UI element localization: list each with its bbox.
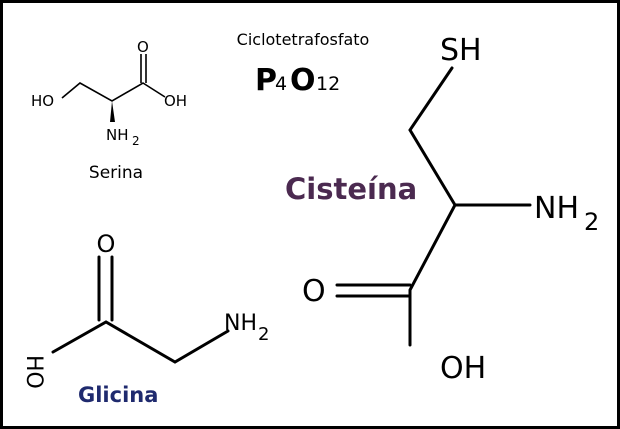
cysteine-o-label: O: [302, 274, 326, 309]
serine-structure: HO O OH NH 2 Serina: [31, 38, 187, 183]
serine-o-label: O: [137, 38, 149, 56]
phosphate-formula: Ciclotetrafosfato P 4 O 12: [237, 30, 370, 98]
phosphate-p: P: [255, 63, 277, 98]
serine-bonds: [61, 82, 166, 102]
serine-carbonyl-bond: [140, 54, 147, 83]
cysteine-oh-label: OH: [440, 351, 486, 386]
glycine-nh-subscript: 2: [258, 324, 269, 345]
cysteine-sh-label: SH: [440, 33, 482, 68]
phosphate-sub4: 4: [275, 73, 287, 95]
glycine-carbonyl-bond: [97, 255, 114, 322]
serine-wedge-bond: [110, 101, 115, 122]
glycine-structure: O HO NH 2 Glicina: [21, 230, 269, 407]
glycine-nh-label: NH: [224, 311, 257, 336]
cysteine-bonds: [408, 66, 532, 347]
glycine-name: Glicina: [78, 383, 158, 407]
cysteine-name: Cisteína: [285, 172, 417, 206]
cysteine-structure: SH NH 2 O OH Cisteína: [285, 33, 599, 386]
glycine-bonds: [51, 320, 230, 364]
phosphate-sub12: 12: [316, 73, 340, 95]
serine-nh-label: NH: [106, 126, 129, 144]
serine-name: Serina: [89, 163, 143, 183]
serine-nh-subscript: 2: [132, 134, 140, 148]
cysteine-nh-label: NH: [534, 191, 579, 226]
serine-ho-label: HO: [31, 92, 54, 110]
glycine-ho-label: HO: [21, 355, 46, 389]
phosphate-name: Ciclotetrafosfato: [237, 30, 370, 49]
serine-oh-label: OH: [164, 92, 187, 110]
cysteine-carbonyl-bond: [335, 283, 412, 298]
phosphate-o: O: [290, 63, 316, 98]
glycine-o-label: O: [97, 230, 116, 258]
cysteine-nh-subscript: 2: [584, 208, 599, 236]
